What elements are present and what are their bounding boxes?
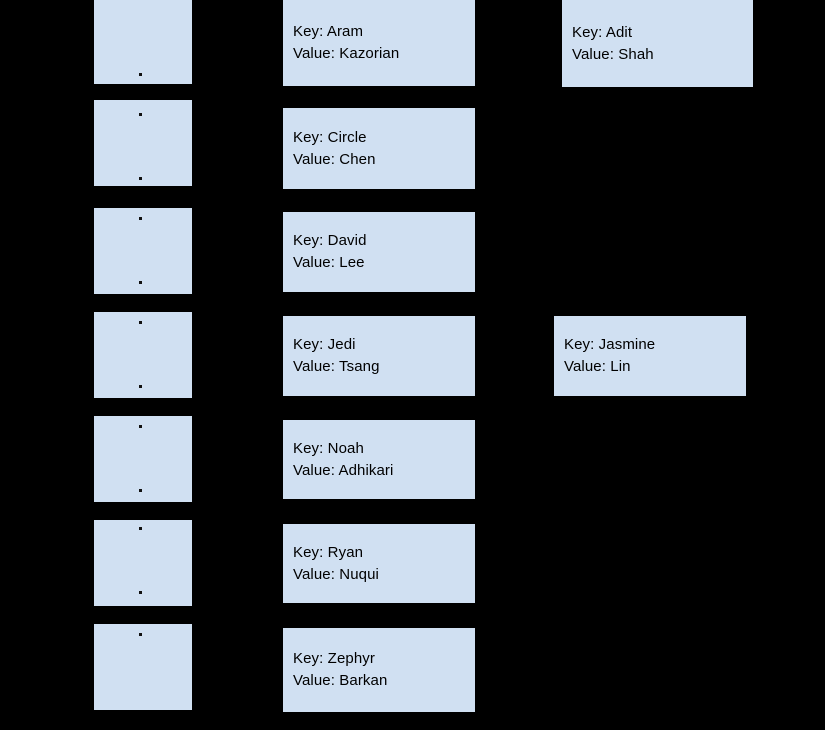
bucket-link-dot-icon xyxy=(139,177,142,180)
bucket-link-dot-icon xyxy=(139,385,142,388)
entry-value-label: Value: Chen xyxy=(293,150,376,168)
entry-key-label: Key: Jasmine xyxy=(564,336,656,353)
bucket-slot[interactable] xyxy=(94,208,192,294)
bucket-link-dot-icon xyxy=(139,527,142,530)
bucket-link-dot-icon xyxy=(139,633,142,636)
entry-value-label: Value: Tsang xyxy=(293,358,380,375)
entry-key-label: Key: Circle xyxy=(293,128,367,146)
entry-value-label: Value: Lee xyxy=(293,254,365,271)
entry-key-label: Key: Aram xyxy=(293,23,364,40)
entry-value-label: Value: Adhikari xyxy=(293,461,394,479)
bucket-slot[interactable] xyxy=(94,100,192,186)
bucket-slot[interactable] xyxy=(94,416,192,502)
bucket-link-dot-icon xyxy=(139,113,142,116)
bucket-slot[interactable] xyxy=(94,624,192,710)
entry-key-label: Key: Zephyr xyxy=(293,650,375,667)
bucket-link-dot-icon xyxy=(139,281,142,284)
bucket-slot[interactable] xyxy=(94,520,192,606)
bucket-link-dot-icon xyxy=(139,591,142,594)
bucket-link-dot-icon xyxy=(139,321,142,324)
bucket-slot[interactable] xyxy=(94,0,192,84)
entry-value-label: Value: Barkan xyxy=(293,672,388,689)
entry-key-label: Key: Noah xyxy=(293,439,364,457)
bucket-link-dot-icon xyxy=(139,217,142,220)
entry-key-label: Key: Adit xyxy=(572,23,633,41)
entry-value-label: Value: Shah xyxy=(572,45,654,63)
entry-key-label: Key: Jedi xyxy=(293,336,356,353)
entry-value-label: Value: Lin xyxy=(564,358,631,375)
entry-key-label: Key: David xyxy=(293,232,367,249)
bucket-link-dot-icon xyxy=(139,425,142,428)
entry-key-label: Key: Ryan xyxy=(293,543,364,561)
bucket-slot[interactable] xyxy=(94,312,192,398)
bucket-link-dot-icon xyxy=(139,489,142,492)
entry-value-label: Value: Nuqui xyxy=(293,565,379,583)
bucket-link-dot-icon xyxy=(139,73,142,76)
entry-value-label: Value: Kazorian xyxy=(293,45,400,62)
